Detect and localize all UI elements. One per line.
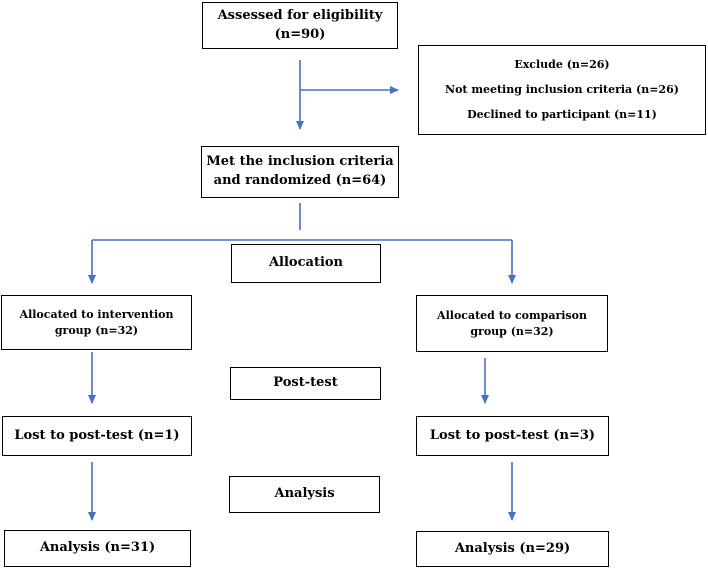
lost-right-box: Lost to post-test (n=3) <box>416 416 609 456</box>
exclude-line-3: Declined to participant (n=11) <box>467 108 657 122</box>
met-line-1: Met the inclusion criteria <box>206 154 394 170</box>
analysis-left-text: Analysis (n=31) <box>39 540 156 556</box>
lost-left-box: Lost to post-test (n=1) <box>2 416 192 456</box>
alloc-comp-line-1: Allocated to comparison <box>437 308 587 322</box>
allocation-text: Allocation <box>268 255 344 271</box>
posttest-label: Post-test <box>230 367 381 400</box>
assessed-line-1: Assessed for eligibility <box>217 7 383 23</box>
analysis-label: Analysis <box>229 476 380 513</box>
analysis-text: Analysis <box>274 486 335 502</box>
met-line-2: and randomized (n=64) <box>213 173 387 188</box>
analysis-right-box: Analysis (n=29) <box>416 531 609 567</box>
exclude-line-1: Exclude (n=26) <box>514 57 610 71</box>
exclude-box: Exclude (n=26) Not meeting inclusion cri… <box>418 45 706 135</box>
allocated-intervention-box: Allocated to intervention group (n=32) <box>1 295 192 350</box>
lost-right-text: Lost to post-test (n=3) <box>429 427 596 443</box>
lost-left-text: Lost to post-test (n=1) <box>14 427 180 443</box>
analysis-right-text: Analysis (n=29) <box>454 540 571 556</box>
allocated-comparison-box: Allocated to comparison group (n=32) <box>416 295 608 352</box>
posttest-text: Post-test <box>273 375 338 391</box>
alloc-comp-line-2: group (n=32) <box>470 324 554 338</box>
analysis-left-box: Analysis (n=31) <box>4 530 191 567</box>
alloc-int-line-2: group (n=32) <box>54 323 139 337</box>
exclude-line-2: Not meeting inclusion criteria (n=26) <box>445 83 679 97</box>
alloc-int-line-1: Allocated to intervention <box>19 307 174 321</box>
assessed-line-2: (n=90) <box>274 26 326 42</box>
met-criteria-box: Met the inclusion criteria and randomize… <box>201 146 399 198</box>
allocation-label: Allocation <box>231 244 381 283</box>
assessed-box: Assessed for eligibility (n=90) <box>202 2 398 49</box>
